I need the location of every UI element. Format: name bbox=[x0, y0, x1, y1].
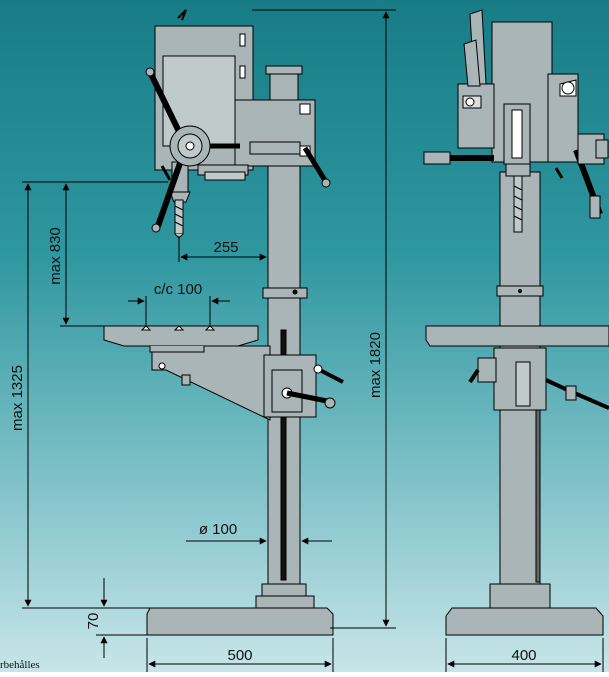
dimension-labels: max 1820 max 1325 max 830 255 c/c 100 ø … bbox=[0, 227, 537, 671]
side-drill-bit bbox=[513, 175, 523, 233]
dimension-lines bbox=[22, 9, 604, 672]
label-500: 500 bbox=[227, 647, 252, 664]
front-view bbox=[103, 9, 344, 636]
label-255: 255 bbox=[213, 239, 238, 256]
side-table bbox=[425, 325, 609, 347]
front-base bbox=[146, 607, 334, 636]
label-400: 400 bbox=[511, 647, 536, 664]
front-table-arm bbox=[151, 345, 271, 421]
label-70: 70 bbox=[85, 613, 102, 630]
footnote: rbehålles bbox=[0, 659, 40, 671]
label-dia-100: ø 100 bbox=[199, 521, 237, 538]
side-base bbox=[445, 607, 604, 636]
label-max-1325: max 1325 bbox=[9, 365, 26, 431]
label-max-830: max 830 bbox=[47, 227, 64, 285]
front-base-collar bbox=[255, 595, 315, 609]
label-max-1820: max 1820 bbox=[367, 332, 384, 398]
side-view bbox=[423, 9, 609, 636]
front-rack bbox=[280, 329, 287, 581]
front-table-crank bbox=[286, 390, 333, 405]
front-table bbox=[103, 325, 259, 347]
label-cc-100: c/c 100 bbox=[154, 281, 202, 298]
front-stop-collar bbox=[262, 287, 308, 299]
